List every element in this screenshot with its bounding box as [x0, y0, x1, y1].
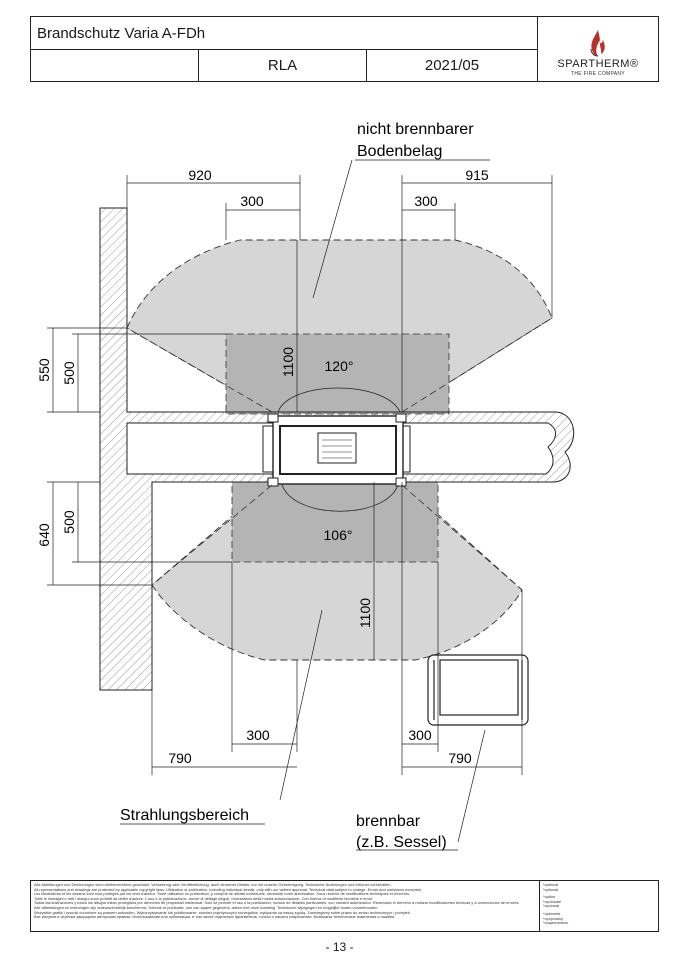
dim-top-left-inner: 300	[240, 193, 264, 209]
legal-footer: Alle Abbildungen und Zeichnungen sind ur…	[30, 880, 659, 932]
label-combustible-line1: brennbar	[356, 813, 421, 830]
armchair	[427, 654, 529, 726]
dim-top-left-outer: 920	[188, 167, 212, 183]
upper-radiation-area	[225, 333, 450, 415]
brand-tagline: THE FIRE COMPANY	[571, 71, 625, 77]
angle-lower: 106°	[324, 527, 353, 543]
legal-line: Les illustrations et les dessins sont to…	[34, 891, 411, 897]
dim-bottom-left-inner: 300	[246, 727, 270, 743]
optional-item: *optional	[543, 882, 559, 887]
legal-line: Все рисунки и чертежи защищены авторским…	[34, 914, 396, 920]
optional-item: *opcjonalny	[543, 915, 564, 921]
dim-rear-depth: 1100	[357, 598, 373, 628]
revision-date: 2021/05	[367, 50, 538, 81]
legal-line: Wszystkie grafiki i rysunki chronione są…	[34, 909, 411, 915]
document-title: Brandschutz Varia A-FDh	[31, 17, 538, 50]
optional-item: *optionele	[543, 910, 561, 916]
flame-icon	[590, 30, 605, 57]
optional-item: *опционально	[543, 920, 569, 926]
dim-bottom-left-outer: 790	[168, 750, 192, 766]
dim-left-upper-outer: 550	[36, 358, 52, 382]
dim-bottom-right-inner: 300	[408, 727, 432, 743]
title-empty-cell	[31, 50, 199, 81]
legal-line: Alle Abbildungen und Zeichnungen sind ur…	[34, 882, 392, 887]
angle-arc-lower	[281, 484, 399, 512]
legal-line: Todas las ilustraciones y todos los dibu…	[34, 900, 520, 906]
dim-left-upper-inner: 500	[61, 361, 77, 385]
optional-legend: *optional *optional *option *opzionale *…	[543, 882, 653, 926]
brand-logo: SPARTHERM® THE FIRE COMPANY	[538, 17, 658, 81]
legal-line: Tutte le immagini e tutti i disegni sono…	[34, 895, 374, 901]
label-radiation: Strahlungsbereich	[120, 807, 249, 824]
angle-arc-upper	[277, 387, 401, 413]
legal-line: All representations and drawings are pro…	[34, 886, 423, 892]
optional-item: *opzionale	[543, 898, 562, 904]
dim-front-depth: 1100	[280, 347, 296, 377]
optional-item: *optional	[543, 886, 559, 892]
dim-left-lower-inner: 500	[61, 510, 77, 534]
optional-item: *opcional	[543, 903, 560, 909]
title-block: Brandschutz Varia A-FDh RLA 2021/05 SPAR…	[30, 16, 659, 82]
dim-top-right-outer: 915	[465, 167, 489, 183]
angle-upper: 120°	[325, 358, 354, 374]
legal-notice: Alle Abbildungen und Zeichnungen sind ur…	[31, 881, 540, 931]
radiation-lines	[126, 317, 553, 591]
label-floor-line2: Bodenbelag	[357, 143, 442, 160]
label-floor-line1: nicht brennbarer	[357, 121, 474, 138]
brand-name: SPARTHERM®	[557, 58, 639, 70]
dim-bottom-right-outer: 790	[448, 750, 472, 766]
optional-item: *option	[543, 894, 556, 900]
dim-left-lower-outer: 640	[36, 523, 52, 547]
lower-radiation-area	[231, 481, 439, 563]
legal-line: Alle afbeeldingen en tekeningen zijn aut…	[34, 904, 379, 910]
label-combustible-line2: (z.B. Sessel)	[356, 834, 447, 851]
dimension-lines	[47, 159, 553, 851]
model-code: RLA	[199, 50, 367, 81]
page-number: - 13 -	[325, 940, 354, 954]
stove-unit	[262, 413, 411, 487]
dim-top-right-inner: 300	[414, 193, 438, 209]
